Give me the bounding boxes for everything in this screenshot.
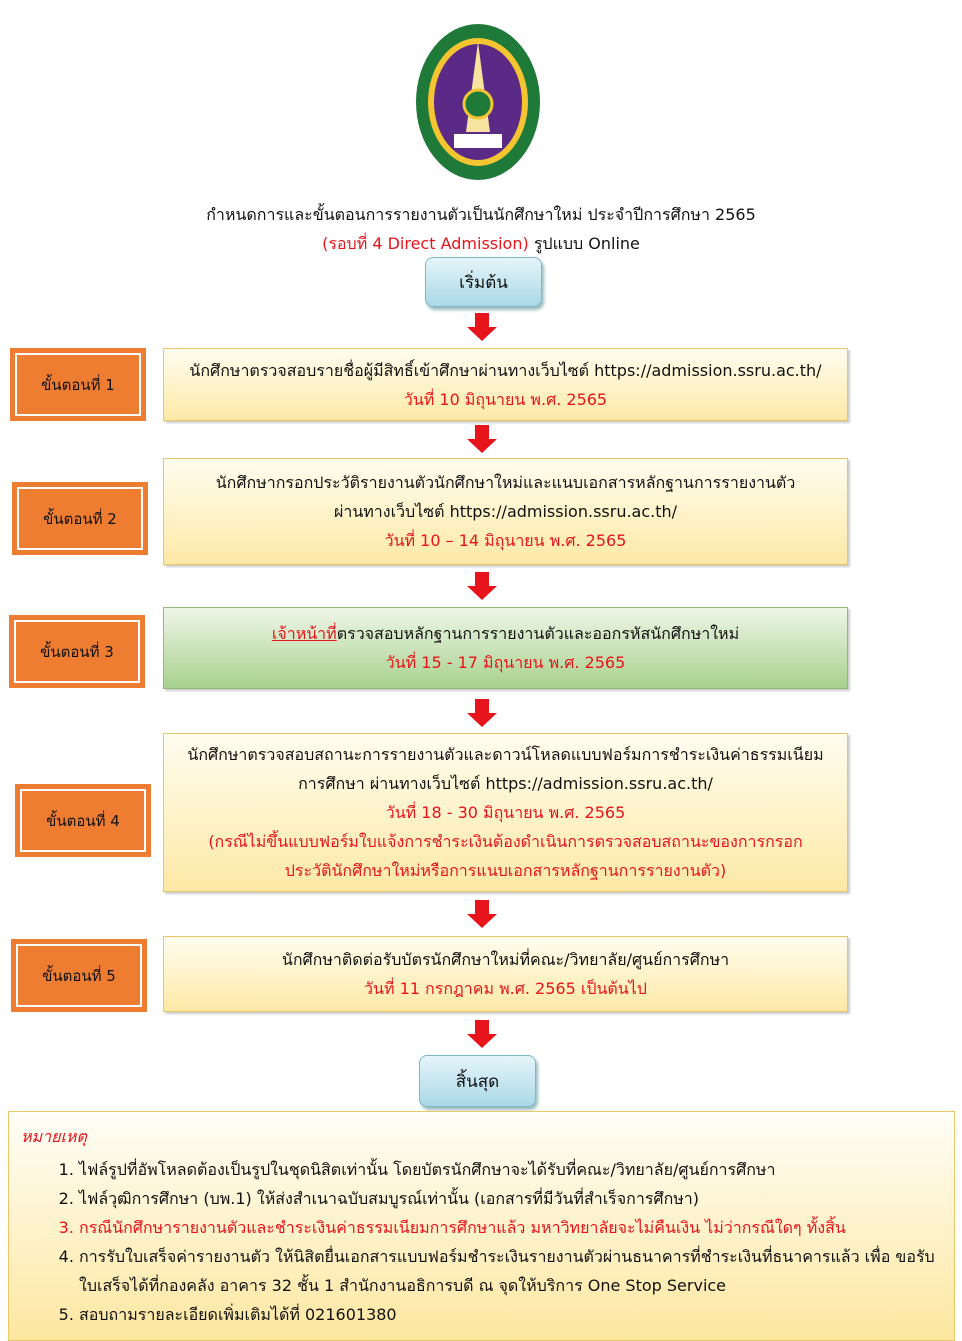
step-text: นักศึกษาตรวจสอบรายชื่อผู้มีสิทธิ์เข้าศึก…	[189, 360, 822, 380]
step-5-box: นักศึกษาติดต่อรับบัตรนักศึกษาใหม่ที่คณะ/…	[163, 936, 848, 1012]
arrow-down-icon	[467, 572, 497, 600]
arrow-down-icon	[467, 699, 497, 727]
step-text: การศึกษา ผ่านทางเว็บไซต์ https://admissi…	[298, 774, 713, 793]
title-line-2: (รอบที่ 4 Direct Admission) รูปแบบ Onlin…	[0, 229, 962, 258]
title-line-1: กำหนดการและขั้นตอนการรายงานตัวเป็นนักศึก…	[206, 205, 756, 224]
page-title: กำหนดการและขั้นตอนการรายงานตัวเป็นนักศึก…	[0, 200, 962, 258]
step-label-text: ขั้นตอนที่ 3	[14, 620, 140, 683]
format-label: รูปแบบ Online	[528, 234, 640, 253]
staff-link[interactable]: เจ้าหน้าที่	[271, 624, 337, 643]
step-label-1: ขั้นตอนที่ 1	[10, 348, 146, 421]
step-2-box: นักศึกษากรอกประวัติรายงานตัวนักศึกษาใหม่…	[163, 458, 848, 565]
step-note: ประวัตินักศึกษาใหม่หรือการแนบเอกสารหลักฐ…	[284, 861, 727, 880]
note-item: การรับใบเสร็จค่ารายงานตัว ให้นิสิตยื่นเอ…	[79, 1242, 942, 1300]
step-date: วันที่ 11 กรกฎาคม พ.ศ. 2565 เป็นต้นไป	[364, 979, 647, 998]
step-text: เจ้าหน้าที่ตรวจสอบหลักฐานการรายงานตัวและ…	[164, 619, 847, 648]
step-text: นักศึกษากรอกประวัติรายงานตัวนักศึกษาใหม่…	[215, 473, 796, 492]
arrow-down-icon	[467, 900, 497, 928]
note-item: กรณีนักศึกษารายงานตัวและชำระเงินค่าธรรมเ…	[79, 1213, 942, 1242]
step-date: วันที่ 18 - 30 มิถุนายน พ.ศ. 2565	[385, 803, 626, 822]
notes-heading: หมายเหตุ	[21, 1127, 87, 1146]
step-text: ผ่านทางเว็บไซต์ https://admission.ssru.a…	[333, 502, 678, 521]
notes-panel: หมายเหตุ ไฟล์รูปที่อัพโหลดต้องเป็นรูปในช…	[8, 1111, 955, 1341]
step-text-rest: ตรวจสอบหลักฐานการรายงานตัวและออกรหัสนักศ…	[336, 624, 740, 643]
step-1-box: นักศึกษาตรวจสอบรายชื่อผู้มีสิทธิ์เข้าศึก…	[163, 348, 848, 421]
step-note: (กรณีไม่ขึ้นแบบฟอร์มใบแจ้งการชำระเงินต้อ…	[208, 832, 803, 851]
step-date: วันที่ 15 - 17 มิถุนายน พ.ศ. 2565	[385, 653, 626, 672]
step-label-text: ขั้นตอนที่ 1	[15, 353, 141, 416]
arrow-down-icon	[467, 425, 497, 453]
note-item: ไฟล์รูปที่อัพโหลดต้องเป็นรูปในชุดนิสิตเท…	[79, 1155, 942, 1184]
note-item: ไฟล์วุฒิการศึกษา (บพ.1) ให้ส่งสำเนาฉบับส…	[79, 1184, 942, 1213]
university-logo	[414, 22, 542, 186]
step-label-4: ขั้นตอนที่ 4	[15, 784, 151, 857]
arrow-down-icon	[467, 1020, 497, 1048]
arrow-down-icon	[467, 313, 497, 341]
end-node: สิ้นสุด	[419, 1055, 536, 1107]
step-label-2: ขั้นตอนที่ 2	[12, 482, 148, 555]
note-item: สอบถามรายละเอียดเพิ่มเติมได้ที่ 02160138…	[79, 1300, 942, 1329]
step-3-box: เจ้าหน้าที่ตรวจสอบหลักฐานการรายงานตัวและ…	[163, 607, 848, 689]
step-4-box: นักศึกษาตรวจสอบสถานะการรายงานตัวและดาวน์…	[163, 733, 848, 892]
step-text: นักศึกษาตรวจสอบสถานะการรายงานตัวและดาวน์…	[187, 745, 824, 764]
step-label-text: ขั้นตอนที่ 4	[20, 789, 146, 852]
step-date: วันที่ 10 มิถุนายน พ.ศ. 2565	[403, 389, 608, 409]
step-text: นักศึกษาติดต่อรับบัตรนักศึกษาใหม่ที่คณะ/…	[281, 950, 730, 969]
step-label-3: ขั้นตอนที่ 3	[9, 615, 145, 688]
start-node: เริ่มต้น	[425, 257, 542, 307]
round-label: (รอบที่ 4 Direct Admission)	[322, 234, 529, 253]
step-date: วันที่ 10 – 14 มิถุนายน พ.ศ. 2565	[384, 531, 627, 550]
step-label-5: ขั้นตอนที่ 5	[11, 939, 147, 1012]
step-label-text: ขั้นตอนที่ 5	[16, 944, 142, 1007]
step-label-text: ขั้นตอนที่ 2	[17, 487, 143, 550]
